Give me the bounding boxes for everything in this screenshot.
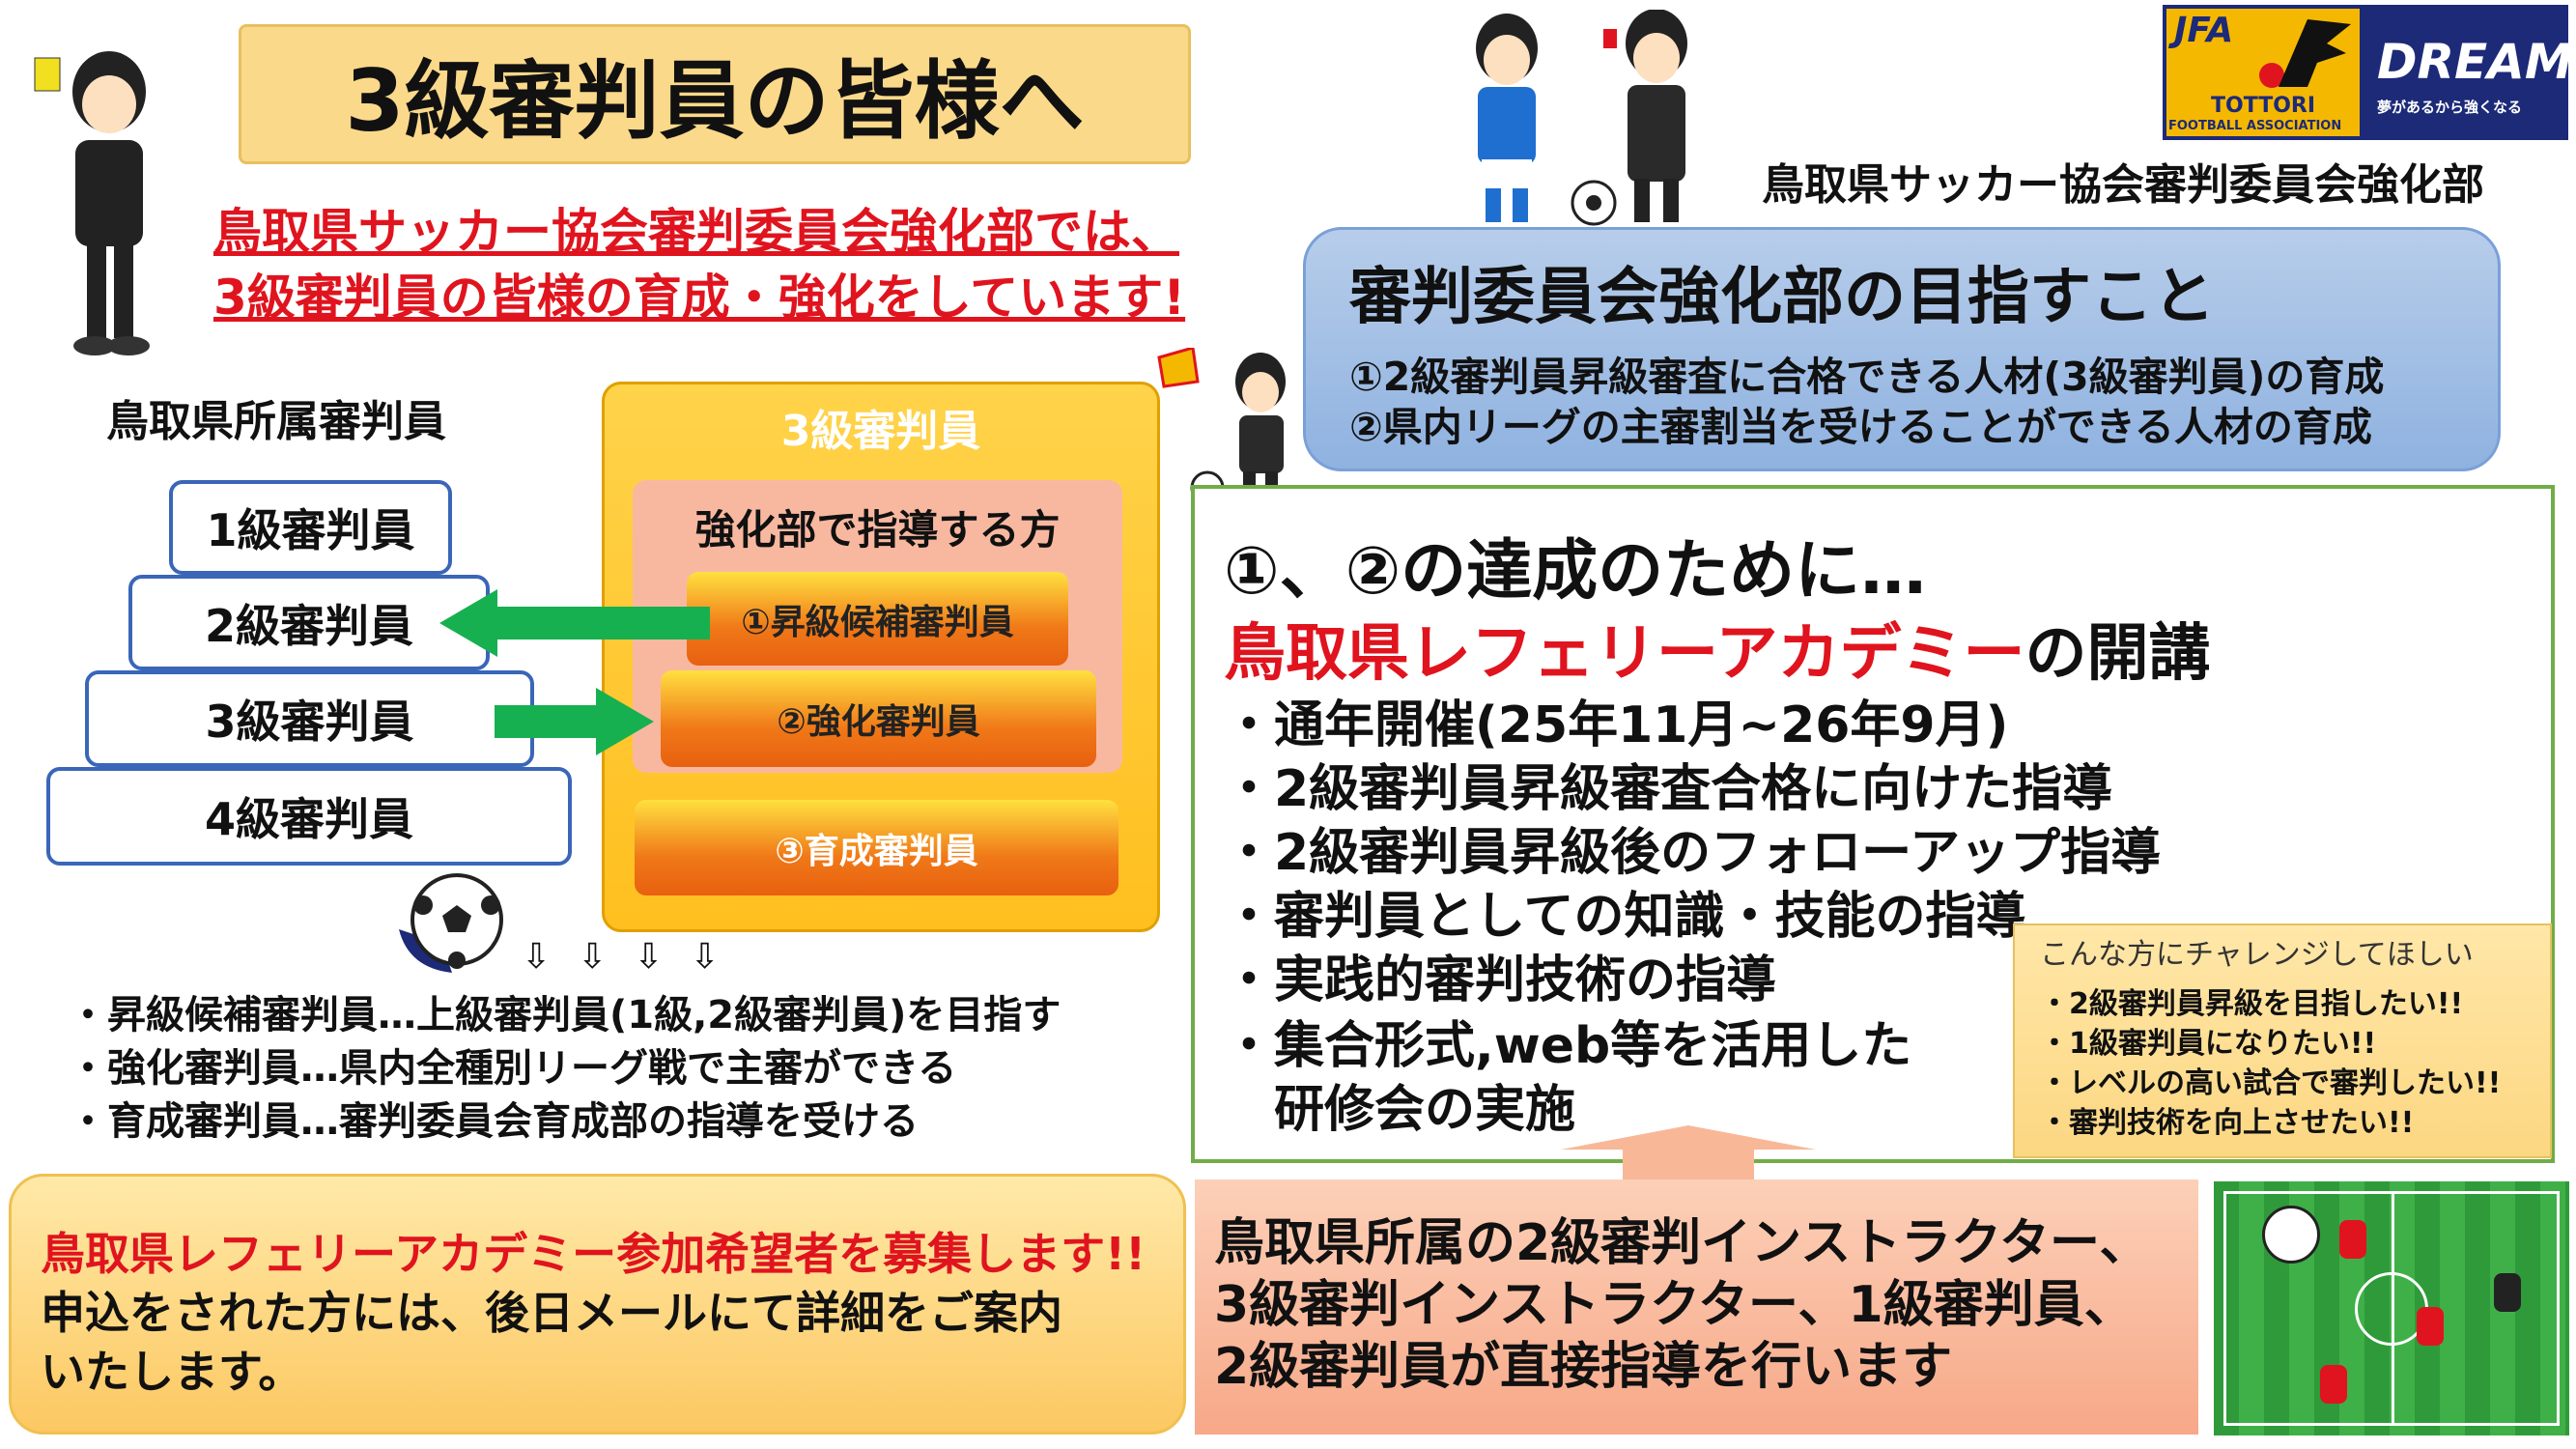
description-promotion-candidate: ・昇級候補審判員…上級審判員(1級,2級審判員)を目指す <box>69 993 1062 1037</box>
recruitment-headline: 鳥取県レフェリーアカデミー参加希望者を募集します!! <box>41 1228 1146 1280</box>
academy-item: ・2級審判員昇級後のフォローアップ指導 <box>1224 824 2162 882</box>
strengthening-referee: ②強化審判員 <box>661 670 1096 767</box>
level-2-referee: 2級審判員 <box>128 575 490 670</box>
logo-dream-text: DREAM <box>2377 34 2573 90</box>
challenge-item: ・2級審判員昇級を目指したい!! <box>2040 987 2464 1021</box>
intro-line-2: 3級審判員の皆様の育成・強化をしています! <box>213 270 1186 326</box>
level-3-referee: 3級審判員 <box>85 670 534 767</box>
intro-line-1: 鳥取県サッカー協会審判委員会強化部では、 <box>213 204 1179 260</box>
academy-lead: ①、②の達成のために… <box>1224 533 1927 610</box>
prefecture-referees-heading: 鳥取県所属審判員 <box>106 397 446 446</box>
arrow-up-icon <box>1561 1125 1816 1183</box>
recruitment-body-2: いたします。 <box>41 1346 303 1398</box>
arrow-right-icon <box>495 688 654 755</box>
promotion-candidate-referee: ①昇級候補審判員 <box>687 572 1068 666</box>
development-referee: ③育成審判員 <box>635 800 1118 895</box>
description-strengthening: ・強化審判員…県内全種別リーグ戦で主審ができる <box>69 1046 957 1091</box>
challenge-title: こんな方にチャレンジしてほしい <box>2040 938 2474 972</box>
academy-heading: 鳥取県レフェリーアカデミーの開講 <box>1224 604 2210 693</box>
player-and-referee-red-card-illustration <box>1476 10 1687 226</box>
page-title: 3級審判員の皆様へ <box>239 24 1191 164</box>
instructors-box: 鳥取県所属の2級審判インストラクター、 3級審判インストラクター、1級審判員、 … <box>1195 1179 2198 1435</box>
recruitment-box: 鳥取県レフェリーアカデミー参加希望者を募集します!! 申込をされた方には、後日メ… <box>9 1174 1186 1435</box>
academy-name-suffix: の開講 <box>2024 618 2211 690</box>
goals-box: 審判委員会強化部の目指すこと ①2級審判員昇級審査に合格できる人材(3級審判員)… <box>1303 227 2501 471</box>
logo-tagline: 夢があるから強くなる <box>2377 99 2523 116</box>
coached-referees-label: 強化部で指導する方 <box>694 506 1061 554</box>
goal-item-2: ②県内リーグの主審割当を受けることができる人材の育成 <box>1349 404 2372 450</box>
recruitment-body-1: 申込をされた方には、後日メールにて詳細をご案内 <box>41 1287 1062 1339</box>
down-arrows-icon: ⇩⇩⇩⇩ <box>522 937 747 977</box>
instructors-line: 鳥取県所属の2級審判インストラクター、 <box>1214 1214 2150 1272</box>
soccer-ball-whistle-icon <box>399 873 503 973</box>
referee-yellow-card-illustration <box>34 51 150 355</box>
goals-title: 審判委員会強化部の目指すこと <box>1349 262 2215 333</box>
arrow-left-icon <box>439 589 710 657</box>
academy-item: ・集合形式,web等を活用した <box>1224 1017 1912 1075</box>
instructors-line: 3級審判インストラクター、1級審判員、 <box>1214 1276 2135 1334</box>
academy-item: 研修会の実施 <box>1224 1081 1576 1139</box>
challenge-item: ・1級審判員になりたい!! <box>2040 1027 2377 1061</box>
academy-name: 鳥取県レフェリーアカデミー <box>1224 618 2025 690</box>
logo-tottori-text: TOTTORI <box>2211 94 2316 118</box>
level-1-referee: 1級審判員 <box>169 480 452 575</box>
referee-flag-illustration <box>1157 348 1286 505</box>
challenge-sticky-note: こんな方にチャレンジしてほしい ・2級審判員昇級を目指したい!! ・1級審判員に… <box>2013 923 2552 1158</box>
logo-jfa-text: JFA <box>2174 11 2234 50</box>
challenge-item: ・審判技術を向上させたい!! <box>2040 1106 2415 1140</box>
instructors-line: 2級審判員が直接指導を行います <box>1214 1338 1953 1396</box>
soccer-field-illustration <box>2212 1179 2571 1437</box>
academy-item: ・実践的審判技術の指導 <box>1224 952 1777 1009</box>
third-grade-box-title: 3級審判員 <box>780 407 981 456</box>
jfa-tottori-dream-logo: JFA TOTTORI FOOTBALL ASSOCIATION DREAM 夢… <box>2163 5 2573 140</box>
description-development: ・育成審判員…審判委員会育成部の指導を受ける <box>69 1099 919 1144</box>
level-4-referee: 4級審判員 <box>46 767 572 866</box>
goal-item-1: ①2級審判員昇級審査に合格できる人材(3級審判員)の育成 <box>1349 354 2385 400</box>
logo-association-text: FOOTBALL ASSOCIATION <box>2168 119 2342 133</box>
academy-item: ・通年開催(25年11月~26年9月) <box>1224 696 2009 754</box>
organization-name: 鳥取県サッカー協会審判委員会強化部 <box>1762 160 2484 210</box>
academy-item: ・審判員としての知識・技能の指導 <box>1224 888 2026 946</box>
challenge-item: ・レベルの高い試合で審判したい!! <box>2040 1066 2502 1100</box>
academy-item: ・2級審判員昇級審査合格に向けた指導 <box>1224 760 2113 818</box>
